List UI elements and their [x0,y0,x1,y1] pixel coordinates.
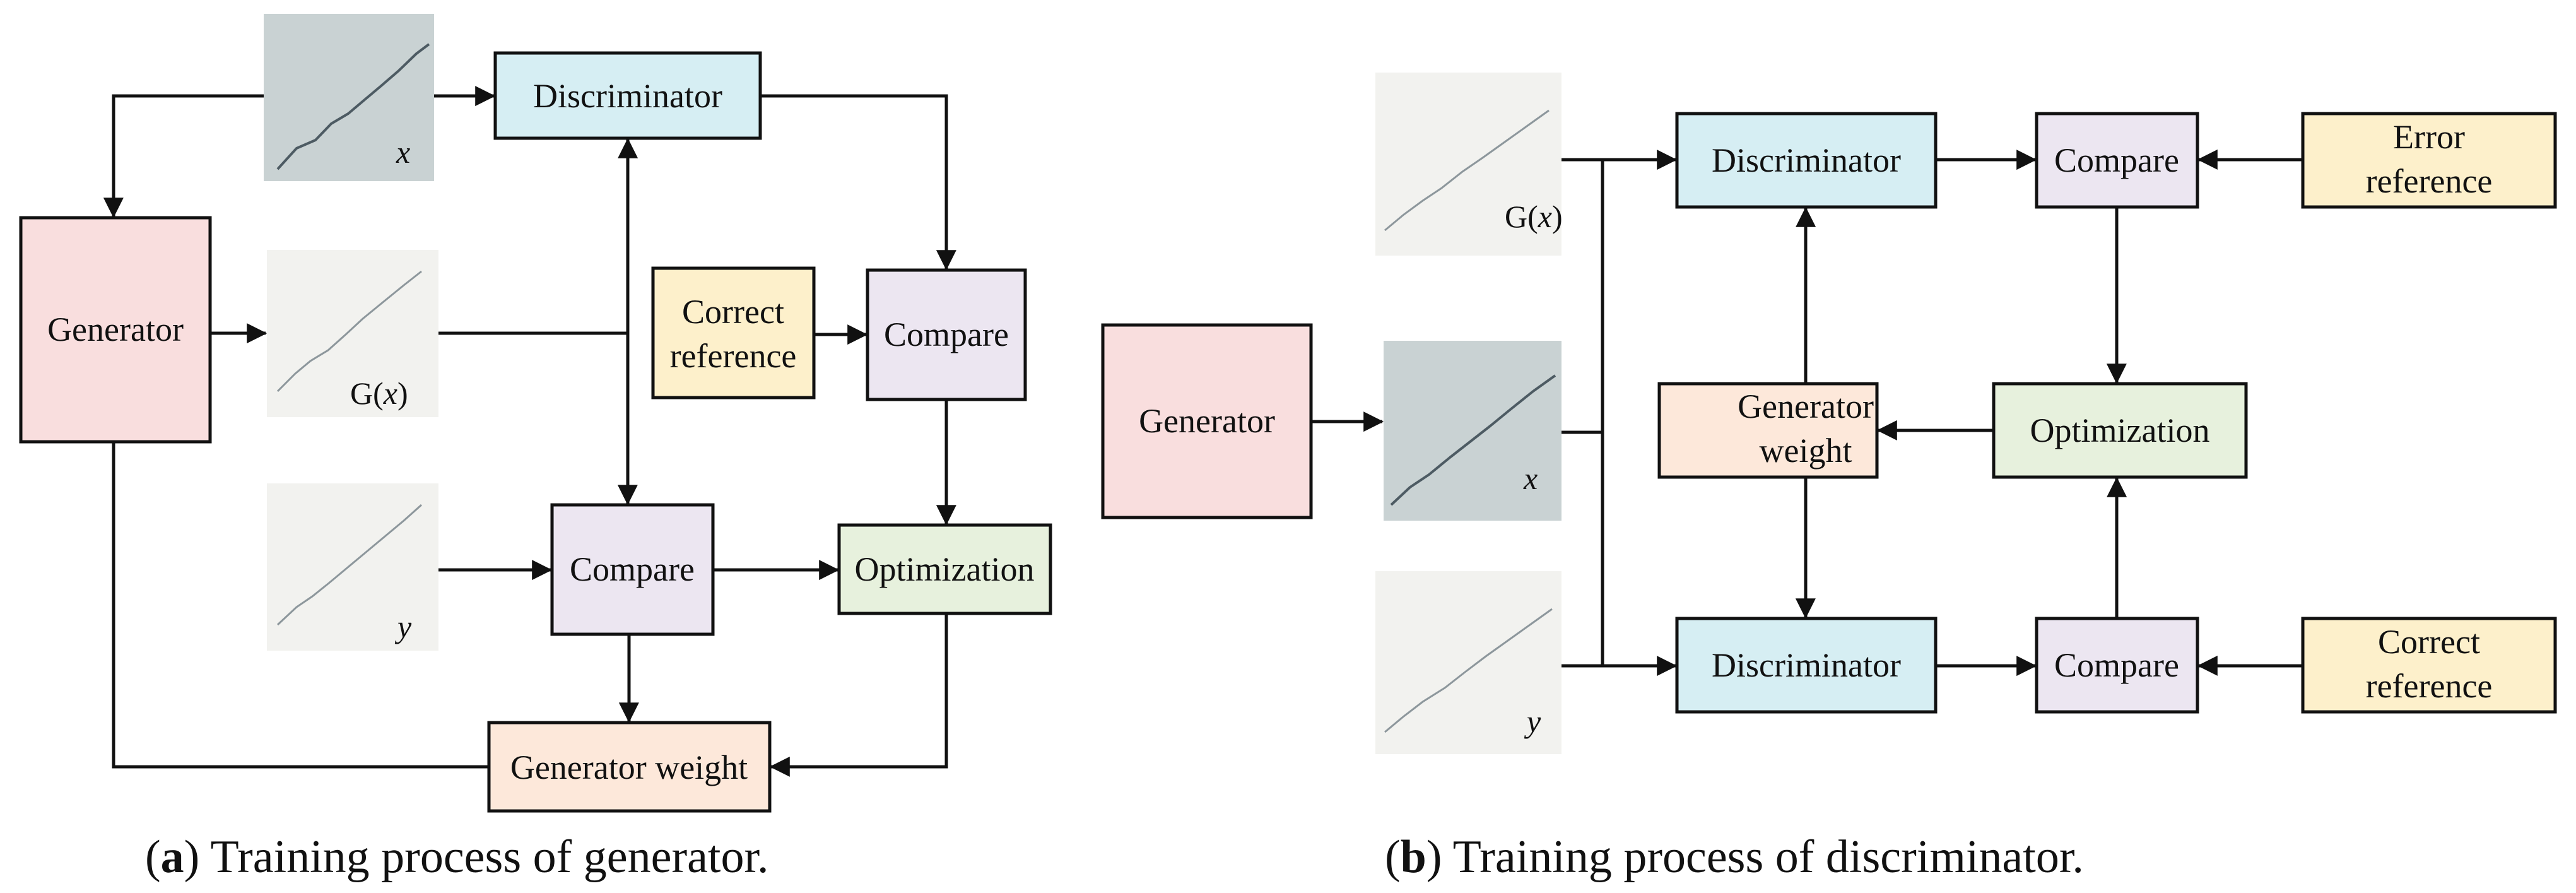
correct-reference-line2-a: reference [670,337,797,375]
correct-reference-box-b [2301,617,2557,714]
correct-reference-node-b: Correct reference [2301,617,2557,714]
error-reference-node-b: Error reference [2301,112,2557,209]
edge-optimization-to-weight-a [769,613,948,777]
generator-weight-box-a [487,721,772,813]
crack-gx-b [1384,109,1550,232]
panel-a: x G(x) y Generator Discriminator Correct… [19,14,1052,883]
image-y-b: y [1375,571,1561,754]
image-gx-b: G(x) [1375,73,1563,256]
label-y-b: y [1524,704,1541,739]
discriminator-bottom-node-b: Discriminator [1675,617,1938,714]
discriminator-top-node-b: Discriminator [1675,112,1938,209]
image-x-a: x [264,14,434,181]
generator-box-a [19,216,212,444]
crack-x-a [276,43,430,170]
panel-b: G(x) x y Generator Discriminator Compare… [1101,73,2557,883]
error-reference-box-b [2301,112,2557,209]
generator-weight-label-a: Generator weight [510,748,748,786]
connectors-a [103,86,956,777]
correct-reference-line1-a: Correct [682,293,784,331]
edge-weight-to-generator-a [112,442,489,769]
correct-reference-node-a: Correct reference [651,266,816,399]
label-x-a: x [396,134,410,170]
generator-weight-line1-b: Generator [1738,387,1874,425]
image-y-a-bg [267,483,438,651]
correct-reference-line1-b: Correct [2378,623,2480,661]
generator-weight-node-b: Generator weight [1657,382,1879,479]
image-y-a: y [267,483,438,651]
discriminator-top-label-b: Discriminator [1712,141,1901,179]
label-gx-b: G(x) [1505,199,1563,234]
label-x-b: x [1523,461,1538,496]
crack-x-b [1390,374,1556,506]
compare-mid-node-a: Compare [550,503,715,636]
generator-weight-node-a: Generator weight [487,721,772,813]
image-gx-a: G(x) [267,250,438,417]
generator-node-a: Generator [19,216,212,444]
image-x-b-bg [1384,341,1561,521]
image-y-b-bg [1375,571,1561,754]
caption-b: (b) Training process of discriminator. [1385,831,2084,883]
generator-weight-box-b [1657,382,1879,479]
edge-x-to-generator-a [103,94,264,218]
compare-mid-label-a: Compare [570,550,695,588]
caption-a: (a) Training process of generator. [145,831,769,883]
correct-reference-line2-b: reference [2366,667,2493,705]
edge-discriminator-to-compare-top-a [760,94,956,271]
compare-top-node-a: Compare [866,268,1027,401]
optimization-label-b: Optimization [2030,411,2210,449]
generator-label-a: Generator [47,310,184,348]
compare-top-label-b: Compare [2054,141,2179,179]
optimization-label-a: Optimization [855,550,1035,588]
compare-top-node-b: Compare [2035,112,2199,209]
generator-label-b: Generator [1139,402,1275,440]
crack-gx-a [276,270,422,393]
connectors-b [1311,149,2303,677]
compare-mid-box-a [550,503,715,636]
error-reference-line2-b: reference [2366,162,2493,200]
generator-box-b [1101,323,1313,519]
correct-reference-box-a [651,266,816,399]
image-x-b: x [1384,341,1561,521]
optimization-node-b: Optimization [1992,382,2248,479]
generator-node-b: Generator [1101,323,1313,519]
discriminator-top-box-b [1675,112,1938,209]
compare-bottom-label-b: Compare [2054,646,2179,684]
discriminator-label-a: Discriminator [533,77,722,115]
image-gx-a-bg [267,250,438,417]
compare-top-label-a: Compare [884,316,1009,353]
crack-y-a [276,504,422,626]
discriminator-node-a: Discriminator [493,51,762,140]
discriminator-bottom-label-b: Discriminator [1712,646,1901,684]
compare-bottom-node-b: Compare [2035,617,2199,714]
generator-weight-line2-b: weight [1760,432,1852,470]
label-y-a: y [394,609,412,644]
label-gx-a: G(x) [350,376,408,411]
error-reference-line1-b: Error [2393,118,2465,156]
image-gx-b-bg [1375,73,1561,256]
optimization-node-a: Optimization [837,523,1052,615]
crack-y-b [1384,608,1553,733]
